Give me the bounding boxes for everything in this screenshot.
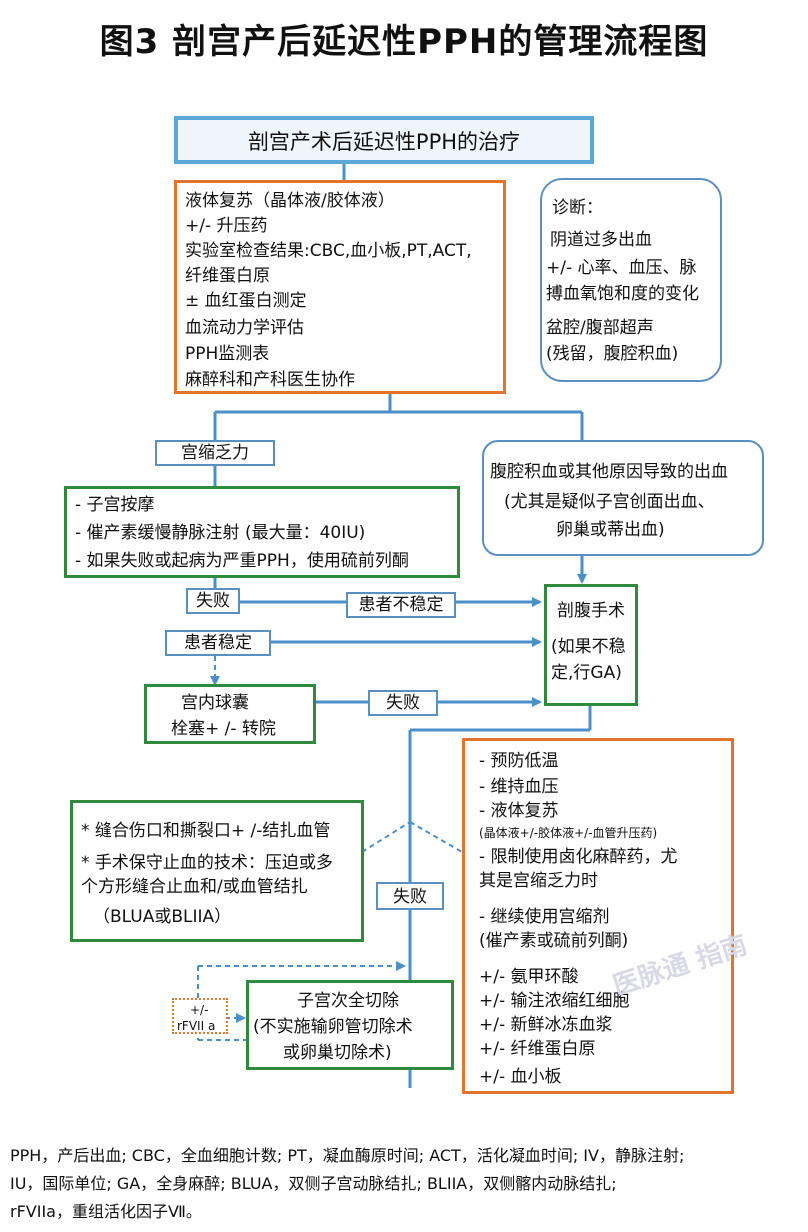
other-cause-line: 卵巢或蒂出血) bbox=[556, 520, 665, 540]
hysterectomy-line: (不实施输卵管切除术 bbox=[253, 1017, 413, 1037]
support-line: - 继续使用宫缩剂 bbox=[479, 907, 610, 927]
connector-surgery-top2 bbox=[409, 821, 463, 853]
diagnosis-line: 搏血氧饱和度的变化 bbox=[546, 284, 699, 304]
rfviia-line: +/- bbox=[190, 1003, 209, 1017]
diagnosis-line: 盆腔/腹部超声 bbox=[546, 318, 654, 338]
initial-line: 纤维蛋白原 bbox=[185, 266, 270, 286]
other-cause-box: 腹腔积血或其他原因导致的出血 (尤其是疑似子宫创面出血、 卵巢或蒂出血) bbox=[482, 440, 764, 556]
support-line: +/- 输注浓缩红细胞 bbox=[479, 991, 630, 1011]
laparotomy-line: (如果不稳 bbox=[551, 637, 626, 657]
initial-line: PPH监测表 bbox=[185, 344, 270, 364]
diagnosis-line: (残留，腹腔积血) bbox=[546, 344, 679, 364]
label-fail-3: 失败 bbox=[376, 882, 444, 910]
atony-line: - 子宫按摩 bbox=[75, 495, 155, 515]
balloon-line: 宫内球囊 bbox=[181, 693, 249, 713]
footnote-line: PPH，产后出血; CBC，全血细胞计数; PT，凝血酶原时间; ACT，活化凝… bbox=[10, 1146, 685, 1165]
initial-management-box: 液体复苏（晶体液/胶体液） +/- 升压药 实验室检查结果:CBC,血小板,PT… bbox=[174, 180, 506, 394]
atony-line: - 催产素缓慢静脉注射 (最大量：40IU) bbox=[75, 523, 366, 543]
surgery-line: * 手术保守止血的技术：压迫或多 bbox=[81, 853, 333, 873]
initial-line: ± 血红蛋白测定 bbox=[185, 291, 307, 311]
support-line: - 维持血压 bbox=[479, 777, 559, 797]
hysterectomy-line: 子宫次全切除 bbox=[297, 991, 399, 1011]
laparotomy-line: 定,行GA) bbox=[551, 663, 622, 683]
laparotomy-box: 剖腹手术 (如果不稳 定,行GA) bbox=[544, 584, 638, 706]
diagnosis-line: 诊断： bbox=[552, 198, 603, 218]
label-patient-unstable: 患者不稳定 bbox=[346, 592, 456, 618]
initial-line: 液体复苏（晶体液/胶体液） bbox=[185, 191, 395, 211]
support-line-small: (晶体液+/-胶体液+/-血管升压药) bbox=[479, 826, 658, 840]
header-box-text: 剖宫产术后延迟性PPH的治疗 bbox=[247, 130, 521, 154]
initial-line: +/- 升压药 bbox=[185, 216, 268, 236]
initial-line: 麻醉科和产科医生协作 bbox=[185, 370, 355, 390]
support-line: - 限制使用卤化麻醉药，尤 bbox=[479, 847, 678, 867]
hysterectomy-line: 或卵巢切除术) bbox=[283, 1043, 392, 1063]
diagnosis-line: +/- 心率、血压、脉 bbox=[546, 258, 697, 278]
balloon-box: 宫内球囊 栓塞+ /- 转院 bbox=[144, 684, 316, 744]
balloon-line: 栓塞+ /- 转院 bbox=[171, 719, 276, 739]
rfviia-box: +/- rFVII a bbox=[172, 998, 228, 1034]
support-line: +/- 新鲜冰冻血浆 bbox=[479, 1015, 613, 1035]
other-cause-line: 腹腔积血或其他原因导致的出血 bbox=[490, 462, 728, 482]
rfviia-line: rFVII a bbox=[177, 1019, 216, 1033]
diagnosis-line: 阴道过多出血 bbox=[550, 230, 652, 250]
surgery-line: （BLUA或BLIIA） bbox=[93, 907, 232, 927]
support-line: +/- 氨甲环酸 bbox=[479, 967, 579, 987]
footnote-line: IU，国际单位; GA，全身麻醉; BLUA，双侧子宫动脉结扎; BLIIA，双… bbox=[10, 1174, 617, 1193]
support-line: 其是宫缩乏力时 bbox=[479, 871, 598, 891]
atony-line: - 如果失败或起病为严重PPH，使用硫前列酮 bbox=[75, 551, 409, 571]
initial-line: 血流动力学评估 bbox=[185, 318, 304, 338]
label-fail-2: 失败 bbox=[368, 690, 438, 716]
support-line: - 液体复苏 bbox=[479, 801, 559, 821]
supportive-care-box: - 预防低温 - 维持血压 - 液体复苏 (晶体液+/-胶体液+/-血管升压药)… bbox=[462, 738, 734, 1094]
footnote-line: rFVIIa，重组活化因子Ⅶ。 bbox=[10, 1202, 202, 1221]
connector-surgery-top bbox=[361, 821, 411, 853]
surgery-line: * 缝合伤口和撕裂口+ /-结扎血管 bbox=[81, 821, 331, 841]
atony-treatment-box: - 子宫按摩 - 催产素缓慢静脉注射 (最大量：40IU) - 如果失败或起病为… bbox=[64, 486, 460, 578]
support-line: (催产素或硫前列酮) bbox=[479, 931, 629, 951]
surgical-hemostasis-box: * 缝合伤口和撕裂口+ /-结扎血管 * 手术保守止血的技术：压迫或多 个方形缝… bbox=[70, 800, 364, 942]
support-line: +/- 血小板 bbox=[479, 1067, 562, 1087]
support-line: - 预防低温 bbox=[479, 751, 559, 771]
header-box: 剖宫产术后延迟性PPH的治疗 bbox=[174, 116, 594, 164]
page-title: 图3 剖宫产后延迟性PPH的管理流程图 bbox=[99, 22, 709, 62]
label-patient-stable: 患者稳定 bbox=[165, 630, 271, 656]
surgery-line: 个方形缝合止血和/或血管结扎 bbox=[81, 877, 308, 897]
hysterectomy-box: 子宫次全切除 (不实施输卵管切除术 或卵巢切除术) bbox=[246, 980, 454, 1070]
initial-line: 实验室检查结果:CBC,血小板,PT,ACT, bbox=[185, 241, 472, 261]
label-fail-1: 失败 bbox=[186, 588, 240, 614]
diagnosis-box: 诊断： 阴道过多出血 +/- 心率、血压、脉 搏血氧饱和度的变化 盆腔/腹部超声… bbox=[540, 178, 722, 382]
label-uterine-atony: 宫缩乏力 bbox=[155, 440, 275, 466]
laparotomy-line: 剖腹手术 bbox=[557, 601, 625, 621]
other-cause-line: (尤其是疑似子宫创面出血、 bbox=[504, 492, 715, 512]
support-line: +/- 纤维蛋白原 bbox=[479, 1039, 596, 1059]
